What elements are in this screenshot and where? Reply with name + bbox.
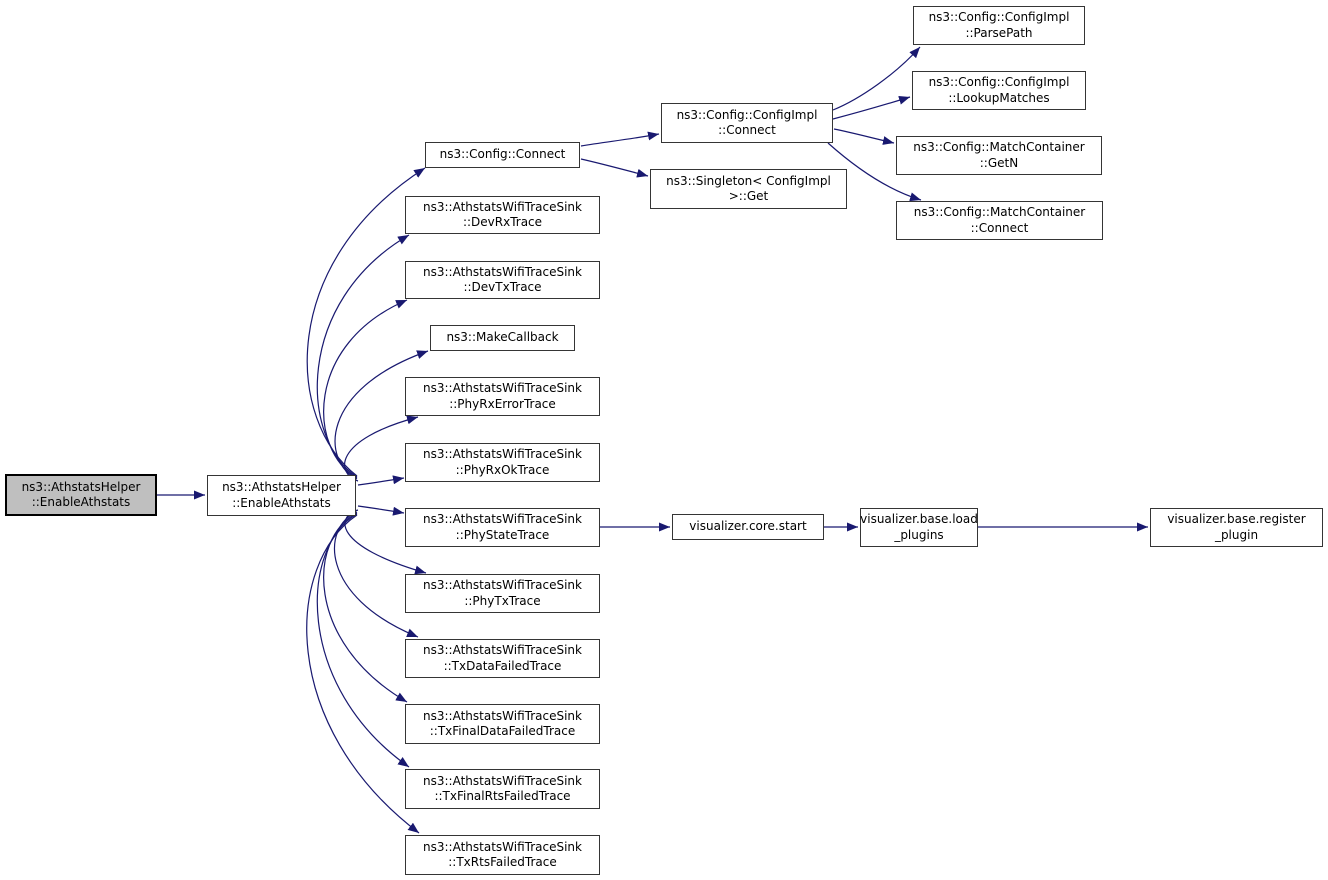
graph-node-phy-state-trace[interactable]: ns3::AthstatsWifiTraceSink::PhyStateTrac… bbox=[405, 508, 600, 547]
graph-node-label-line: ns3::Config::ConfigImpl bbox=[928, 75, 1070, 89]
graph-edge-config-connect--configimpl-connect bbox=[580, 131, 660, 147]
graph-node-enable-athstats-hub[interactable]: ns3::AthstatsHelper::EnableAthstats bbox=[207, 475, 356, 516]
graph-node-singleton-get[interactable]: ns3::Singleton< ConfigImpl>::Get bbox=[650, 169, 847, 209]
graph-node-label-line: ns3::AthstatsWifiTraceSink bbox=[423, 643, 582, 657]
graph-node-label-line: ::PhyTxTrace bbox=[464, 593, 541, 608]
graph-node-label-line: ::PhyRxOkTrace bbox=[455, 462, 550, 477]
graph-edge-enable-athstats-hub--tx-rts-failed-trace bbox=[306, 514, 420, 834]
graph-node-label-line: ns3::Config::ConfigImpl bbox=[676, 107, 818, 122]
graph-node-label-line: ns3::AthstatsWifiTraceSink bbox=[423, 381, 582, 395]
graph-node-label-line: ns3::AthstatsWifiTraceSink bbox=[423, 773, 582, 788]
graph-node-label-line: ::TxDataFailedTrace bbox=[443, 658, 562, 673]
graph-node-label-line: visualizer.base.load bbox=[860, 512, 978, 526]
graph-edge-configimpl-connect--configimpl-parsepath bbox=[832, 46, 921, 111]
graph-node-dev-tx-trace[interactable]: ns3::AthstatsWifiTraceSink::DevTxTrace bbox=[405, 261, 600, 299]
graph-node-phy-rx-ok-trace[interactable]: ns3::AthstatsWifiTraceSink::PhyRxOkTrace bbox=[405, 443, 600, 482]
graph-node-label-line: _plugin bbox=[1214, 527, 1259, 542]
graph-node-label-line: ns3::AthstatsWifiTraceSink bbox=[423, 447, 582, 461]
graph-node-configimpl-lookupmatches[interactable]: ns3::Config::ConfigImpl::LookupMatches bbox=[912, 71, 1086, 110]
graph-node-make-callback[interactable]: ns3::MakeCallback bbox=[430, 325, 575, 351]
graph-node-tx-final-data-failed-trace[interactable]: ns3::AthstatsWifiTraceSink::TxFinalDataF… bbox=[405, 704, 600, 744]
graph-node-label-line: visualizer.core.start bbox=[689, 519, 807, 534]
graph-node-visualizer-core-start[interactable]: visualizer.core.start bbox=[672, 514, 824, 540]
graph-node-label-line: ::TxFinalDataFailedTrace bbox=[429, 724, 576, 738]
graph-node-label-line: ::EnableAthstats bbox=[232, 495, 331, 510]
graph-node-label-line: ::ParsePath bbox=[965, 25, 1033, 40]
graph-node-tx-final-rts-failed-trace[interactable]: ns3::AthstatsWifiTraceSink::TxFinalRtsFa… bbox=[405, 769, 600, 809]
graph-node-label-line: ::DevRxTrace bbox=[462, 215, 543, 229]
graph-node-label-line: ::PhyRxErrorTrace bbox=[449, 396, 556, 411]
graph-node-phy-tx-trace[interactable]: ns3::AthstatsWifiTraceSink::PhyTxTrace bbox=[405, 574, 600, 613]
graph-node-label-line: ns3::AthstatsHelper bbox=[21, 479, 141, 494]
graph-node-configimpl-parsepath[interactable]: ns3::Config::ConfigImpl::ParsePath bbox=[913, 6, 1085, 45]
graph-node-label-line: ns3::Config::ConfigImpl bbox=[928, 10, 1070, 24]
graph-node-label-line: visualizer.base.register bbox=[1167, 512, 1306, 526]
graph-node-label-line: ::Connect bbox=[970, 220, 1029, 235]
graph-edge-enable-athstats-hub--phy-state-trace bbox=[357, 505, 405, 516]
graph-node-label-line: ns3::AthstatsWifiTraceSink bbox=[423, 199, 582, 214]
graph-node-config-connect[interactable]: ns3::Config::Connect bbox=[425, 142, 580, 168]
graph-node-label-line: >::Get bbox=[728, 189, 769, 203]
graph-node-label-line: ::Connect bbox=[718, 123, 776, 137]
graph-node-label-line: ::TxFinalRtsFailedTrace bbox=[434, 789, 571, 803]
graph-node-label-line: ns3::Config::MatchContainer bbox=[913, 140, 1085, 154]
graph-edge-enable-athstats-hub--tx-data-failed-trace bbox=[333, 511, 419, 638]
graph-node-dev-rx-trace[interactable]: ns3::AthstatsWifiTraceSink::DevRxTrace bbox=[405, 196, 600, 234]
graph-node-visualizer-base-load-plugins[interactable]: visualizer.base.load_plugins bbox=[860, 508, 978, 547]
graph-node-label-line: ns3::AthstatsWifiTraceSink bbox=[423, 264, 582, 279]
graph-edge-enable-athstats-hub--phy-rx-ok-trace bbox=[357, 475, 405, 486]
graph-node-label-line: _plugins bbox=[894, 527, 944, 542]
graph-edge-configimpl-connect--configimpl-lookupmatches bbox=[832, 95, 911, 120]
graph-node-tx-rts-failed-trace[interactable]: ns3::AthstatsWifiTraceSink::TxRtsFailedT… bbox=[405, 835, 600, 875]
graph-node-label-line: ns3::AthstatsWifiTraceSink bbox=[423, 708, 582, 723]
graph-node-label-line: ns3::Singleton< ConfigImpl bbox=[666, 173, 831, 188]
graph-edge-enable-athstats-hub--tx-final-data-failed-trace bbox=[323, 512, 408, 703]
graph-edge-configimpl-connect--matchcontainer-getn bbox=[833, 128, 895, 145]
graph-node-label-line: ns3::AthstatsWifiTraceSink bbox=[423, 839, 582, 854]
graph-node-matchcontainer-getn[interactable]: ns3::Config::MatchContainer::GetN bbox=[896, 136, 1102, 175]
graph-node-label-line: ns3::AthstatsWifiTraceSink bbox=[423, 578, 582, 592]
graph-node-label-line: ns3::Config::MatchContainer bbox=[913, 205, 1086, 219]
graph-node-enable-athstats-root: ns3::AthstatsHelper::EnableAthstats bbox=[5, 474, 157, 516]
graph-edge-enable-athstats-hub--dev-rx-trace bbox=[316, 234, 410, 478]
graph-node-visualizer-base-register-plugin[interactable]: visualizer.base.register_plugin bbox=[1150, 508, 1323, 547]
graph-node-label-line: ::LookupMatches bbox=[948, 90, 1050, 105]
graph-node-label-line: ns3::MakeCallback bbox=[446, 330, 559, 345]
graph-node-label-line: ::EnableAthstats bbox=[31, 495, 131, 509]
graph-node-label-line: ns3::AthstatsHelper bbox=[222, 480, 341, 494]
graph-node-configimpl-connect[interactable]: ns3::Config::ConfigImpl::Connect bbox=[661, 103, 833, 143]
graph-node-tx-data-failed-trace[interactable]: ns3::AthstatsWifiTraceSink::TxDataFailed… bbox=[405, 639, 600, 678]
graph-node-label-line: ns3::AthstatsWifiTraceSink bbox=[423, 512, 582, 526]
graph-node-label-line: ::DevTxTrace bbox=[463, 280, 542, 294]
graph-node-label-line: ::PhyStateTrace bbox=[455, 527, 550, 542]
graph-node-label-line: ::TxRtsFailedTrace bbox=[448, 855, 557, 869]
graph-edge-config-connect--singleton-get bbox=[580, 158, 649, 178]
graph-edge-configimpl-connect--matchcontainer-connect bbox=[827, 142, 922, 202]
graph-node-matchcontainer-connect[interactable]: ns3::Config::MatchContainer::Connect bbox=[896, 201, 1103, 240]
graph-node-label-line: ::GetN bbox=[979, 155, 1019, 170]
graph-node-phy-rx-error-trace[interactable]: ns3::AthstatsWifiTraceSink::PhyRxErrorTr… bbox=[405, 377, 600, 416]
graph-node-label-line: ns3::Config::Connect bbox=[439, 147, 566, 162]
